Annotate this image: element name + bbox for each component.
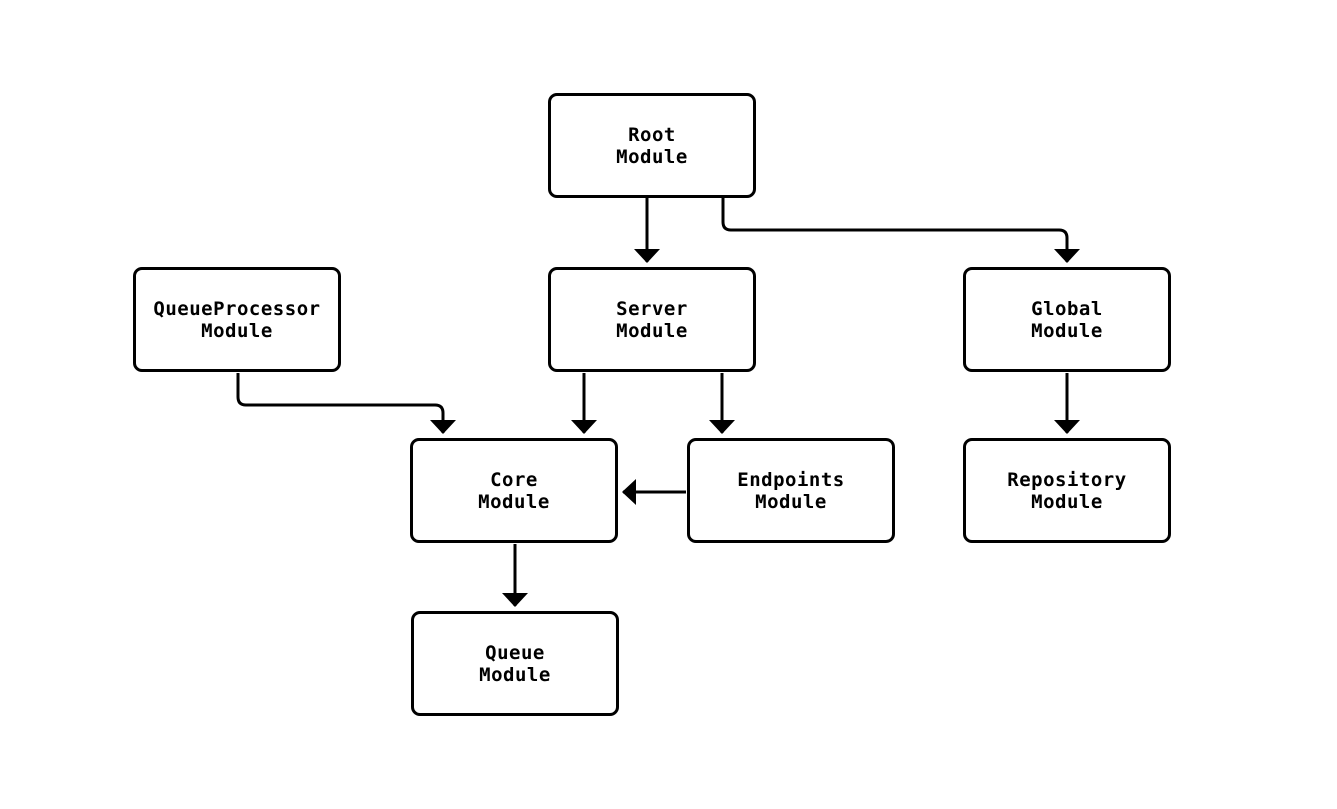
node-global-module: Global Module <box>963 267 1171 372</box>
edge-root-to-global <box>721 198 1080 263</box>
node-queue-module: Queue Module <box>411 611 619 716</box>
node-label-line2: Module <box>478 490 550 513</box>
node-label-line2: Module <box>201 319 273 342</box>
node-label-line1: QueueProcessor <box>153 297 321 320</box>
node-server-module: Server Module <box>548 267 756 372</box>
node-label-line1: Queue <box>485 641 545 664</box>
node-label-line1: Server <box>616 297 688 320</box>
node-root-module: Root Module <box>548 93 756 198</box>
node-label-line1: Global <box>1031 297 1103 320</box>
node-label-line2: Module <box>1031 319 1103 342</box>
node-endpoints-module: Endpoints Module <box>687 438 895 543</box>
node-label-line2: Module <box>616 319 688 342</box>
node-repository-module: Repository Module <box>963 438 1171 543</box>
node-label-line1: Endpoints <box>737 468 845 491</box>
node-label-line1: Repository <box>1007 468 1127 491</box>
node-label-line2: Module <box>479 663 551 686</box>
node-label-line1: Core <box>490 468 538 491</box>
node-queueprocessor-module: QueueProcessor Module <box>133 267 341 372</box>
node-label-line2: Module <box>755 490 827 513</box>
node-label-line2: Module <box>616 145 688 168</box>
edge-queueprocessor-to-core <box>236 373 456 434</box>
node-core-module: Core Module <box>410 438 618 543</box>
node-label-line1: Root <box>628 123 676 146</box>
node-label-line2: Module <box>1031 490 1103 513</box>
